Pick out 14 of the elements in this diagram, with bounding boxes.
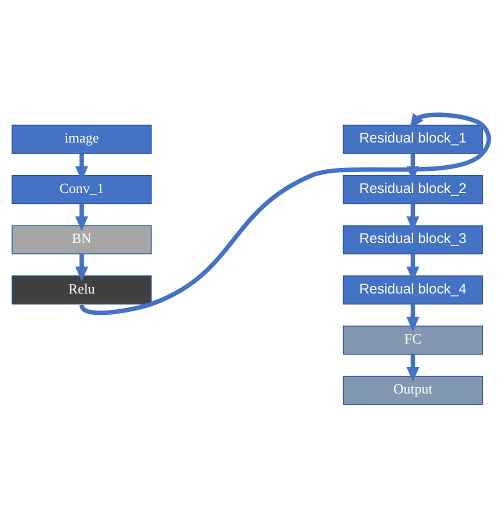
node-box: BN <box>12 224 152 254</box>
node-box: Conv_1 <box>12 174 152 204</box>
arrow <box>406 354 420 382</box>
arrow <box>406 304 420 332</box>
node-box: Residual block_1 <box>342 124 483 154</box>
node-box: Residual block_2 <box>342 174 483 204</box>
node-box: FC <box>342 325 483 354</box>
node-box: Residual block_4 <box>342 274 483 304</box>
node-box: image <box>12 124 152 154</box>
node-box: Residual block_3 <box>342 224 483 254</box>
node-box: Relu <box>12 274 152 304</box>
node-box: Output <box>342 375 483 404</box>
arrow <box>75 203 88 231</box>
arrow <box>75 253 88 281</box>
